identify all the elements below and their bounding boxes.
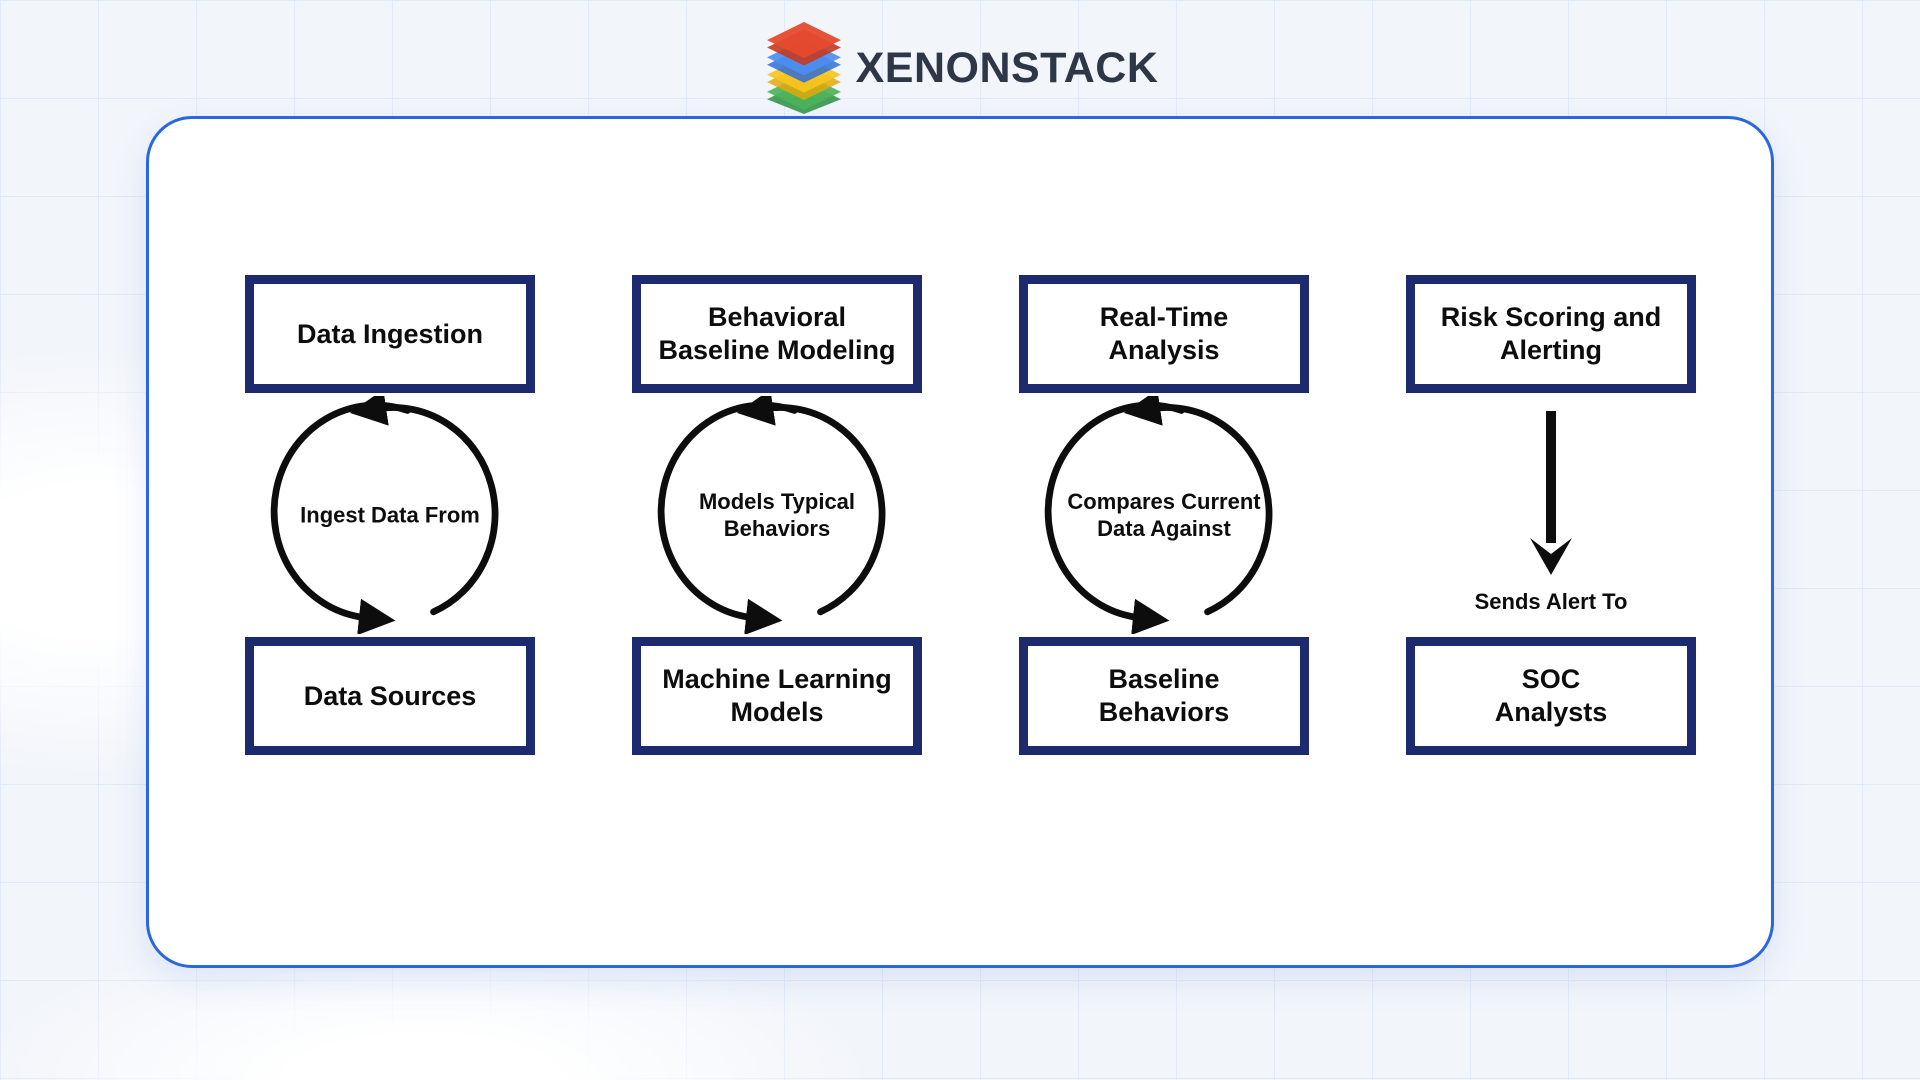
node-label: Data Sources [303, 680, 477, 711]
node-data-sources: Data Sources [245, 637, 535, 755]
layer-stack-icon [766, 22, 841, 114]
node-label: Behaviors [1098, 697, 1230, 727]
node-label: Analysts [1494, 697, 1608, 727]
node-behavioral-baseline-modeling: Behavioral Baseline Modeling [632, 275, 922, 393]
connector-label-line: Ingest Data From [300, 502, 480, 528]
node-risk-scoring-alerting: Risk Scoring and Alerting [1406, 275, 1696, 393]
connector-cycle-3: Compares Current Data Against [1019, 393, 1309, 637]
column-risk-scoring: Risk Scoring and Alerting Sends Alert To… [1406, 275, 1696, 755]
node-label: Behavioral [707, 302, 847, 332]
cycle-arrows-icon [1044, 396, 1273, 634]
node-label: Real-Time [1099, 302, 1229, 332]
connector-label: Ingest Data From [245, 502, 535, 529]
column-data-ingestion: Data Ingestion Ingest Data From [245, 275, 535, 755]
node-label: Analysis [1108, 335, 1220, 365]
connector-label-line: Compares Current [1067, 489, 1261, 514]
ueba-flow-diagram: Data Ingestion Ingest Data From [245, 275, 1696, 755]
logo-wordmark: XENONSTACK [855, 43, 1159, 92]
node-real-time-analysis: Real-Time Analysis [1019, 275, 1309, 393]
node-data-ingestion: Data Ingestion [245, 275, 535, 393]
connector-label-line: Behaviors [723, 516, 831, 541]
connector-label: Compares Current Data Against [1019, 488, 1309, 542]
connector-cycle-2: Models Typical Behaviors [632, 393, 922, 637]
page-header: XENONSTACK [0, 0, 1920, 114]
node-label: Models [730, 697, 824, 727]
node-baseline-behaviors: Baseline Behaviors [1019, 637, 1309, 755]
node-label: Risk Scoring and [1440, 302, 1662, 332]
connector-label-line: Models Typical [698, 489, 856, 514]
xenonstack-logo: XENONSTACK [762, 22, 1159, 114]
node-label: SOC [1521, 664, 1581, 694]
node-label: Data Ingestion [296, 318, 484, 349]
connector-label: Sends Alert To [1474, 589, 1628, 614]
diagram-panel: Data Ingestion Ingest Data From [146, 116, 1774, 968]
down-arrow-icon [1530, 411, 1572, 575]
column-real-time-analysis: Real-Time Analysis Compares Current Data… [1019, 275, 1309, 755]
node-label: Baseline Modeling [658, 335, 896, 365]
connector-cycle-1: Ingest Data From [245, 393, 535, 637]
node-label: Baseline [1108, 664, 1220, 694]
column-behavioral-baseline: Behavioral Baseline Modeling Models Typi… [632, 275, 922, 755]
connector-straight-arrow: Sends Alert To [1406, 393, 1696, 637]
cycle-arrows-icon [657, 396, 886, 634]
connector-label: Models Typical Behaviors [632, 488, 922, 542]
node-label: Machine Learning [662, 664, 892, 694]
node-soc-analysts: SOC Analysts [1406, 637, 1696, 755]
node-label: Alerting [1499, 335, 1602, 365]
connector-label-line: Data Against [1097, 516, 1231, 541]
node-machine-learning-models: Machine Learning Models [632, 637, 922, 755]
cycle-arrows-icon [270, 396, 499, 634]
